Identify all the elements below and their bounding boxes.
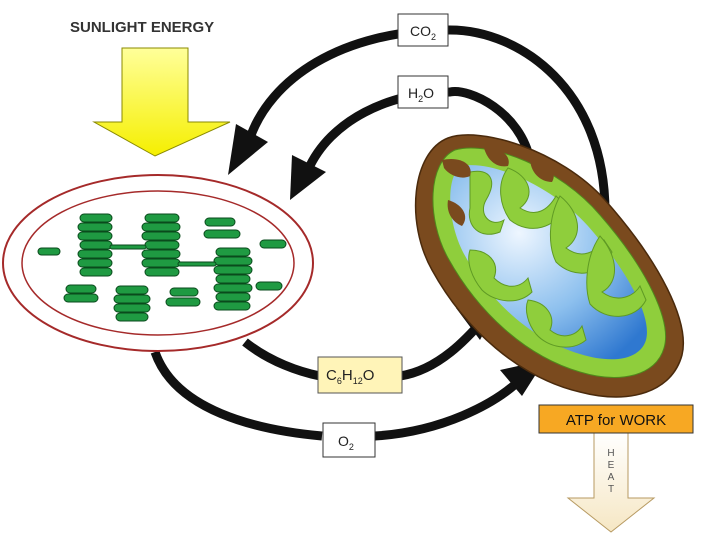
o2-text: O [338,433,349,449]
sunlight-energy-label: SUNLIGHT ENERGY [70,19,214,36]
h2o-text-h: H [408,85,418,101]
thylakoid [65,284,97,294]
co2-subscript: 2 [431,32,436,42]
heat-arrow [566,431,656,533]
thylakoid [255,281,283,291]
thylakoid [213,301,251,311]
svg-text:C6H12O: C6H12O [326,367,374,386]
thylakoid [215,274,251,284]
thylakoid [115,285,149,295]
glucose-c-sub: 6 [337,376,342,386]
mitochondrion [414,134,684,398]
membrane-fold [530,158,554,182]
thylakoid [144,213,180,223]
thylakoid [141,231,181,241]
thylakoid [77,249,113,259]
o2-box [322,422,376,458]
co2-text: CO [410,23,431,39]
membrane-fold [447,200,466,226]
heat-output: H E A T [566,431,656,533]
thylakoid [141,249,181,259]
thylakoid [79,240,113,250]
thylakoid [113,303,151,313]
glucose-h: H [342,367,353,384]
membrane-fold [442,158,471,178]
thylakoid [144,267,180,277]
co2-label: CO2 [397,13,449,47]
thylakoid [79,267,113,277]
crista [525,299,587,348]
glucose-h-sub: 12 [353,376,363,386]
crista [468,170,505,235]
svg-text:O2: O2 [338,433,354,452]
cycle-arrows [150,25,610,441]
thylakoid [204,217,236,227]
thylakoid-lamella [177,261,217,267]
thylakoid [79,213,113,223]
thylakoid [63,293,99,303]
h2o-arrowhead [290,155,326,200]
thylakoid [213,256,253,266]
thylakoid [77,258,113,268]
crista [586,235,647,317]
thylakoid [259,239,287,249]
heat-letter: E [608,460,615,471]
thylakoid-stacks [37,213,287,322]
h2o-text-o: O [423,85,434,101]
heat-letter: T [608,484,614,495]
h2o-subscript: 2 [418,94,423,104]
svg-text:H2O: H2O [408,85,434,104]
thylakoid [215,247,251,257]
h2o-label: H2O [397,75,449,109]
thylakoid [141,258,181,268]
thylakoid [203,229,241,239]
intermembrane-folds [442,147,554,226]
thylakoid [77,231,113,241]
thylakoid [213,283,253,293]
thylakoid [115,312,149,322]
glucose-c: C [326,367,337,384]
thylakoid [113,294,151,304]
sunlight-arrow [92,47,231,157]
glucose-o: O [363,367,375,384]
thylakoid-lamella [109,244,147,250]
heat-letter: H [607,448,614,459]
glucose-label: C6H12O [317,356,403,394]
o2-label: O2 [322,422,376,458]
svg-text:CO2: CO2 [410,23,436,42]
glucose-box [317,356,403,394]
cristae [468,167,647,348]
chloroplast [2,174,314,352]
thylakoid [144,240,180,250]
crista [468,249,533,302]
atp-label: ATP for WORK [538,404,694,434]
thylakoid [169,287,199,297]
membrane-fold [484,147,509,167]
o2-arrow-path [150,350,526,441]
co2-box [397,13,449,47]
co2-arrowhead [228,124,268,175]
o2-subscript: 2 [349,442,354,452]
co2-arrow-path [245,25,610,213]
thylakoid [213,265,253,275]
h2o-arrow-path [303,87,535,172]
thylakoid [37,247,61,256]
h2o-box [397,75,449,109]
thylakoid [215,292,251,302]
atp-box [538,404,694,434]
thylakoid [77,222,113,232]
thylakoid [141,222,181,232]
atp-text: ATP for WORK [566,412,666,429]
heat-letter: A [608,472,615,483]
thylakoid [165,297,201,307]
